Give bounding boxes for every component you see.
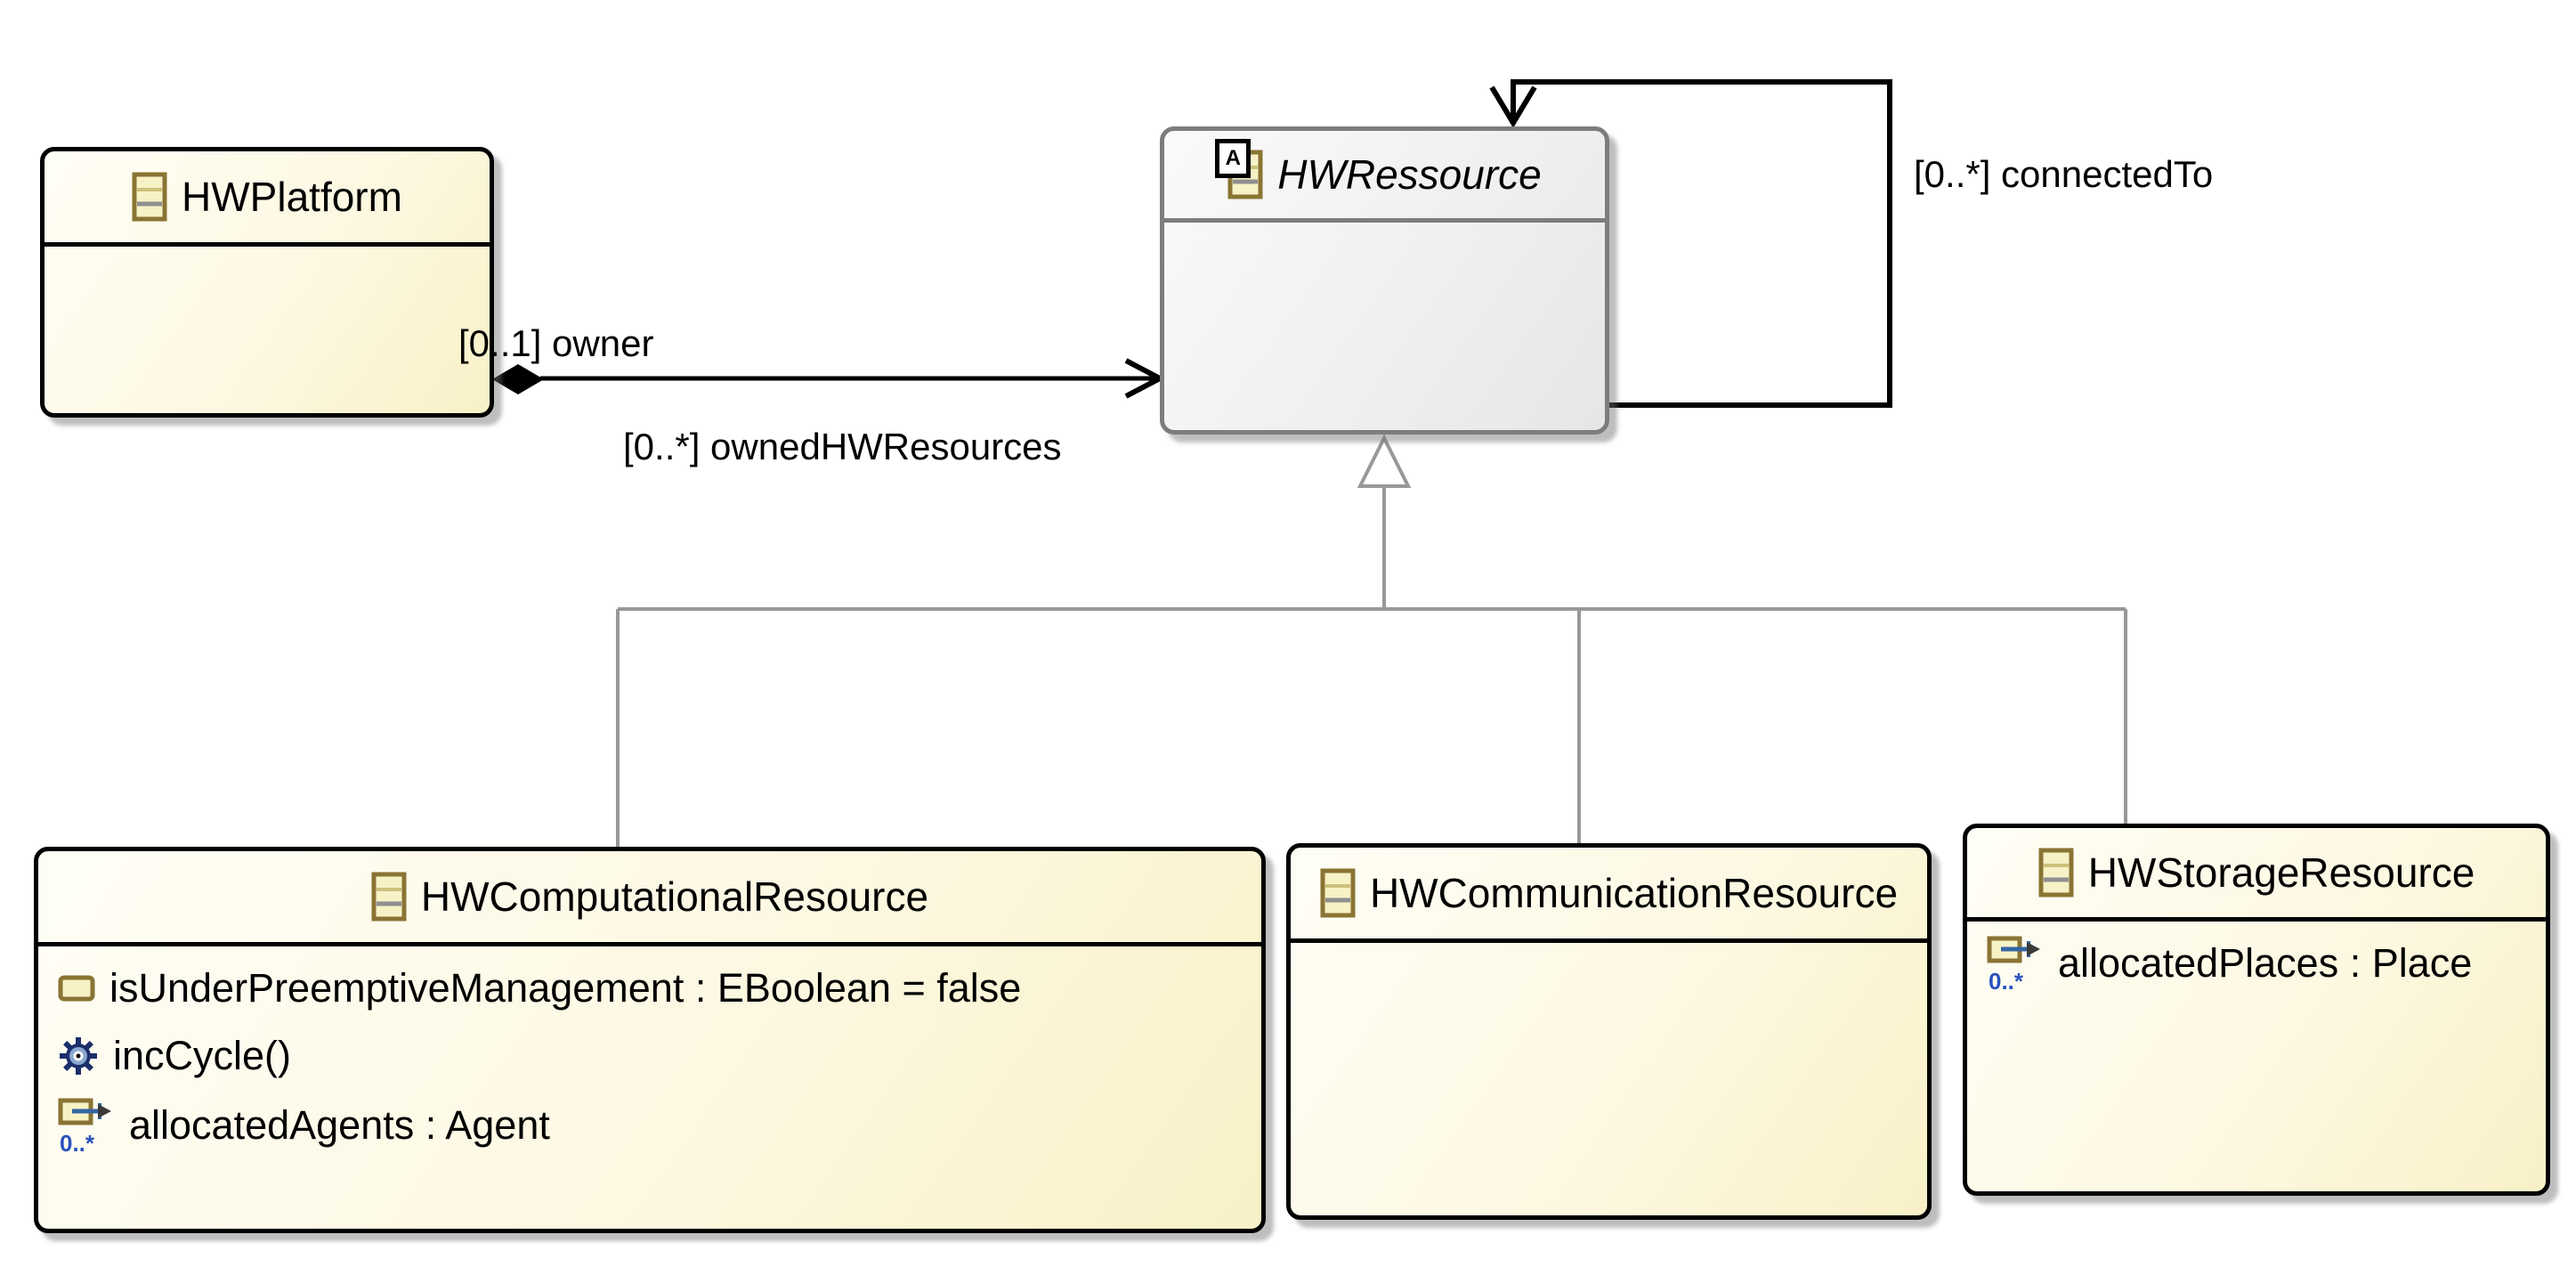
class-hwstorageresource[interactable]: HWStorageResource 0..* allocatedPlaces :… xyxy=(1963,824,2550,1196)
class-title: HWStorageResource xyxy=(2087,849,2475,896)
operation-text: incCycle() xyxy=(113,1033,292,1078)
class-hwcommunicationresource-header[interactable]: HWCommunicationResource xyxy=(1291,848,1927,943)
operation-row[interactable]: incCycle() xyxy=(38,1028,1261,1084)
reference-text: allocatedAgents : Agent xyxy=(129,1102,550,1148)
attribute-row[interactable]: isUnderPreemptiveManagement : EBoolean =… xyxy=(38,961,1261,1016)
abstract-class-icon: A xyxy=(1215,139,1263,199)
self-association-edge-connectedTo[interactable] xyxy=(1511,79,1892,408)
class-hwressource-header[interactable]: A HWRessource xyxy=(1164,131,1605,223)
ereference-icon: 0..* xyxy=(1987,934,2044,993)
class-hwstorageresource-header[interactable]: HWStorageResource xyxy=(1967,828,2546,922)
eattribute-icon xyxy=(58,975,95,1002)
class-title: HWPlatform xyxy=(182,174,402,220)
reference-row[interactable]: 0..* allocatedPlaces : Place xyxy=(1967,934,2546,993)
class-hwressource[interactable]: A HWRessource xyxy=(1160,126,1609,435)
multiplicity-badge: 0..* xyxy=(60,1130,95,1155)
multiplicity-badge: 0..* xyxy=(1989,968,2024,993)
class-hwstorageresource-body: 0..* allocatedPlaces : Place xyxy=(1967,922,2546,993)
edge-label-connectedto[interactable]: [0..*] connectedTo xyxy=(1914,153,2214,195)
class-hwcomputationalresource[interactable]: HWComputationalResource isUnderPreemptiv… xyxy=(34,847,1266,1233)
ereference-icon: 0..* xyxy=(58,1096,115,1155)
class-hwcommunicationresource[interactable]: HWCommunicationResource xyxy=(1286,843,1932,1220)
class-hwcomputationalresource-header[interactable]: HWComputationalResource xyxy=(38,851,1261,946)
class-title: HWRessource xyxy=(1277,151,1542,198)
class-hwcomputationalresource-body: isUnderPreemptiveManagement : EBoolean =… xyxy=(38,946,1261,1155)
attribute-text: isUnderPreemptiveManagement : EBoolean =… xyxy=(109,965,1022,1011)
class-icon xyxy=(132,172,167,222)
edge-label-ownedhwresources[interactable]: [0..*] ownedHWResources xyxy=(623,426,1062,467)
class-icon xyxy=(371,872,407,922)
class-title: HWCommunicationResource xyxy=(1369,870,1899,916)
reference-row[interactable]: 0..* allocatedAgents : Agent xyxy=(38,1096,1261,1155)
edge-label-owner[interactable]: [0..1] owner xyxy=(458,322,654,364)
generalization-triangle xyxy=(1357,434,1412,488)
class-hwplatform[interactable]: HWPlatform xyxy=(40,147,494,418)
abstract-badge: A xyxy=(1215,139,1252,178)
self-association-arrowhead xyxy=(1489,85,1537,128)
operation-gear-icon xyxy=(58,1036,99,1076)
reference-text: allocatedPlaces : Place xyxy=(2058,940,2473,986)
class-icon xyxy=(1320,868,1356,918)
class-title: HWComputationalResource xyxy=(420,873,929,920)
class-hwplatform-header[interactable]: HWPlatform xyxy=(45,151,490,247)
composition-diamond xyxy=(492,364,544,394)
class-icon xyxy=(2038,848,2074,897)
